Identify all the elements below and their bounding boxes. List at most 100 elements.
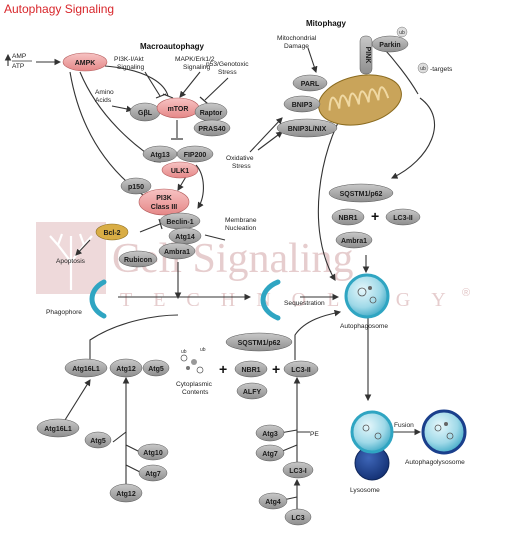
svg-text:+: + <box>272 361 280 377</box>
svg-text:PINK: PINK <box>364 47 371 64</box>
lysosome-fusion-icon <box>350 410 394 481</box>
amp-atp-ratio: AMP ATP <box>4 53 62 70</box>
atg12-mid-node: Atg12 <box>109 358 143 378</box>
cytoplasmic-contents-label: Cytoplasmic <box>176 381 213 388</box>
atg10-node: Atg10 <box>137 443 169 461</box>
mapk-label: MAPK/Erk1/2 <box>175 56 215 63</box>
svg-text:Atg4: Atg4 <box>265 499 281 506</box>
svg-text:Atg5: Atg5 <box>148 366 164 373</box>
svg-text:p150: p150 <box>128 184 144 191</box>
svg-text:NBR1: NBR1 <box>241 367 260 374</box>
autophagosome-icon <box>344 273 390 319</box>
apoptosis-label: Apoptosis <box>56 258 86 265</box>
svg-text:FIP200: FIP200 <box>184 152 207 159</box>
svg-text:Beclin-1: Beclin-1 <box>166 219 193 226</box>
pink-node: PINK <box>359 35 373 75</box>
svg-text:PRAS40: PRAS40 <box>198 126 225 133</box>
svg-text:Contents: Contents <box>182 389 209 396</box>
ambra1-right-node: Ambra1 <box>335 231 373 249</box>
pras40-node: PRAS40 <box>193 119 231 137</box>
svg-text:ub: ub <box>420 66 426 72</box>
ulk1-node: ULK1 <box>161 161 199 179</box>
svg-text:Atg14: Atg14 <box>175 234 195 241</box>
bnip3l-node: BNIP3L/NIX <box>276 118 338 138</box>
atg13-node: Atg13 <box>142 145 178 163</box>
fusion-label: Fusion <box>394 422 414 429</box>
pi3k-class3-node: PI3K Class III <box>138 188 190 216</box>
pi3k-akt-label: PI3K-I/Akt <box>114 56 144 63</box>
lysosome-label: Lysosome <box>350 487 380 494</box>
svg-text:ULK1: ULK1 <box>171 168 189 175</box>
svg-text:+: + <box>219 361 227 377</box>
atg4-node: Atg4 <box>258 492 288 510</box>
beclin1-node: Beclin-1 <box>159 212 201 230</box>
lc3-node: LC3 <box>284 508 312 526</box>
svg-text:ub: ub <box>181 349 187 355</box>
svg-text:Atg7: Atg7 <box>262 451 278 458</box>
mitophagy-header: Mitophagy <box>306 19 347 28</box>
svg-text:ub: ub <box>399 30 405 36</box>
svg-text:Damage: Damage <box>284 43 309 50</box>
svg-text:Atg12: Atg12 <box>116 491 136 498</box>
sequestration-label: Sequestration <box>284 300 325 307</box>
autophagosome-label: Autophagosome <box>340 323 388 330</box>
atg16l1-bot-node: Atg16L1 <box>36 418 80 438</box>
lc3ii-mid-node: LC3-II <box>283 360 319 378</box>
ambra1-left-node: Ambra1 <box>158 242 196 260</box>
svg-text:Class III: Class III <box>151 204 178 211</box>
watermark-reg: ® <box>462 287 470 299</box>
svg-text:Atg5: Atg5 <box>90 438 106 445</box>
gbl-node: GβL <box>129 102 161 122</box>
p150-node: p150 <box>120 177 152 195</box>
svg-text:BNIP3L/NIX: BNIP3L/NIX <box>288 126 327 133</box>
sqstm1-top-node: SQSTM1/p62 <box>328 183 394 203</box>
ampk-node: AMPK <box>62 52 108 72</box>
svg-text:LC3: LC3 <box>291 515 304 522</box>
svg-text:LC3-I: LC3-I <box>289 468 307 475</box>
pe-label: PE <box>310 431 319 438</box>
atg5-mid-node: Atg5 <box>142 359 170 377</box>
ub-targets-icon: ub -targets <box>417 62 453 74</box>
svg-text:SQSTM1/p62: SQSTM1/p62 <box>238 340 281 347</box>
atg7-bot-node: Atg7 <box>138 464 168 482</box>
p53-label: p53/Genotoxic <box>206 61 249 68</box>
diagram-title: Autophagy Signaling <box>4 2 114 16</box>
phagophore-icon <box>89 279 107 319</box>
atg12-bot-node: Atg12 <box>109 483 143 503</box>
alfy-node: ALFY <box>236 382 268 400</box>
lc3ii-top-node: LC3-II <box>385 208 421 226</box>
raptor-node: Raptor <box>194 102 228 122</box>
atg14-node: Atg14 <box>168 227 202 245</box>
lc3i-node: LC3-I <box>282 461 314 479</box>
parl-node: PARL <box>292 74 328 92</box>
svg-text:Atg12: Atg12 <box>116 366 136 373</box>
svg-text:GβL: GβL <box>138 110 153 117</box>
atg5-bot-node: Atg5 <box>84 431 112 449</box>
svg-text:Bcl-2: Bcl-2 <box>103 230 120 237</box>
phagophore-label: Phagophore <box>46 309 82 316</box>
svg-text:Ambra1: Ambra1 <box>341 238 367 245</box>
svg-text:SQSTM1/p62: SQSTM1/p62 <box>340 191 383 198</box>
amino-acids-label: Amino <box>95 89 114 96</box>
autophagolysosome-label: Autophagolysosome <box>405 459 465 466</box>
macroautophagy-header: Macroautophagy <box>140 42 205 51</box>
sqstm1-mid-node: SQSTM1/p62 <box>225 332 293 352</box>
fip200-node: FIP200 <box>176 145 214 163</box>
svg-text:Acids: Acids <box>95 97 112 104</box>
bcl2-node: Bcl-2 <box>95 223 129 241</box>
rubicon-node: Rubicon <box>118 250 158 268</box>
svg-text:Signaling: Signaling <box>183 64 210 71</box>
svg-text:Rubicon: Rubicon <box>124 257 152 264</box>
mtor-node: mTOR <box>156 97 200 119</box>
svg-text:Nucleation: Nucleation <box>225 225 256 232</box>
svg-text:Atg13: Atg13 <box>150 152 170 159</box>
svg-text:LC3-II: LC3-II <box>291 367 311 374</box>
svg-text:BNIP3: BNIP3 <box>292 102 313 109</box>
svg-text:Raptor: Raptor <box>200 110 223 117</box>
svg-text:Signaling: Signaling <box>117 64 144 71</box>
svg-text:Atg10: Atg10 <box>143 450 163 457</box>
parkin-node: Parkin <box>371 35 409 53</box>
svg-text:PARL: PARL <box>301 81 320 88</box>
svg-text:ALFY: ALFY <box>243 389 262 396</box>
